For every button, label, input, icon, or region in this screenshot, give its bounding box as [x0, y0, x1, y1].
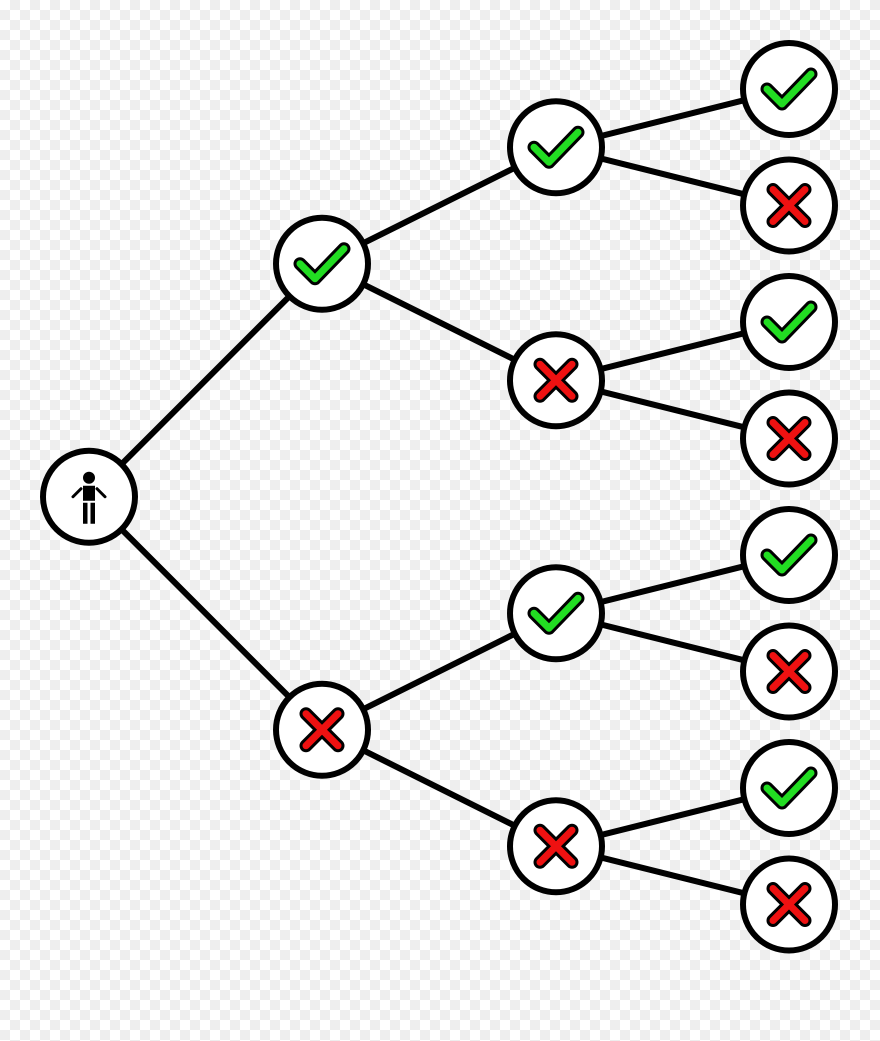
cross-icon — [766, 649, 812, 694]
check-icon — [293, 242, 351, 286]
tree-node-r-0-0-1 — [740, 156, 838, 255]
cross-icon — [533, 357, 579, 403]
tree-nodes — [40, 40, 838, 954]
check-icon — [527, 125, 585, 169]
tree-node-r-0-1 — [507, 331, 605, 430]
tree-node-r-0 — [273, 214, 371, 313]
tree-node-r-0-1-0 — [740, 273, 838, 371]
tree-node-r-1-1-0 — [740, 739, 838, 837]
check-icon — [760, 300, 818, 344]
check-icon — [760, 533, 818, 577]
cross-icon — [766, 416, 812, 461]
tree-edge-r-0 — [86, 260, 325, 500]
check-icon — [760, 766, 818, 810]
person-icon — [71, 471, 107, 524]
tree-edge-r-1 — [86, 493, 325, 733]
tree-node-r-1 — [273, 680, 371, 779]
tree-node-r-1-0-1 — [740, 622, 838, 721]
tree-node-r-0-1-1 — [740, 389, 838, 488]
tree-node-r-0-0 — [507, 98, 605, 197]
tree-edges — [86, 86, 792, 908]
cross-icon — [766, 882, 812, 927]
tree-node-r-1-0-0 — [740, 506, 838, 604]
check-icon — [760, 67, 818, 111]
check-icon — [527, 591, 585, 635]
tree-node-r-0-0-0 — [740, 40, 838, 138]
tree-node-r-1-1-1 — [740, 855, 838, 954]
cross-icon — [766, 183, 812, 228]
tree-node-r-1-1 — [507, 797, 605, 896]
root-node — [40, 447, 138, 546]
cross-icon — [533, 823, 579, 869]
tree-node-r-1-0 — [507, 564, 605, 663]
cross-icon — [299, 707, 345, 753]
